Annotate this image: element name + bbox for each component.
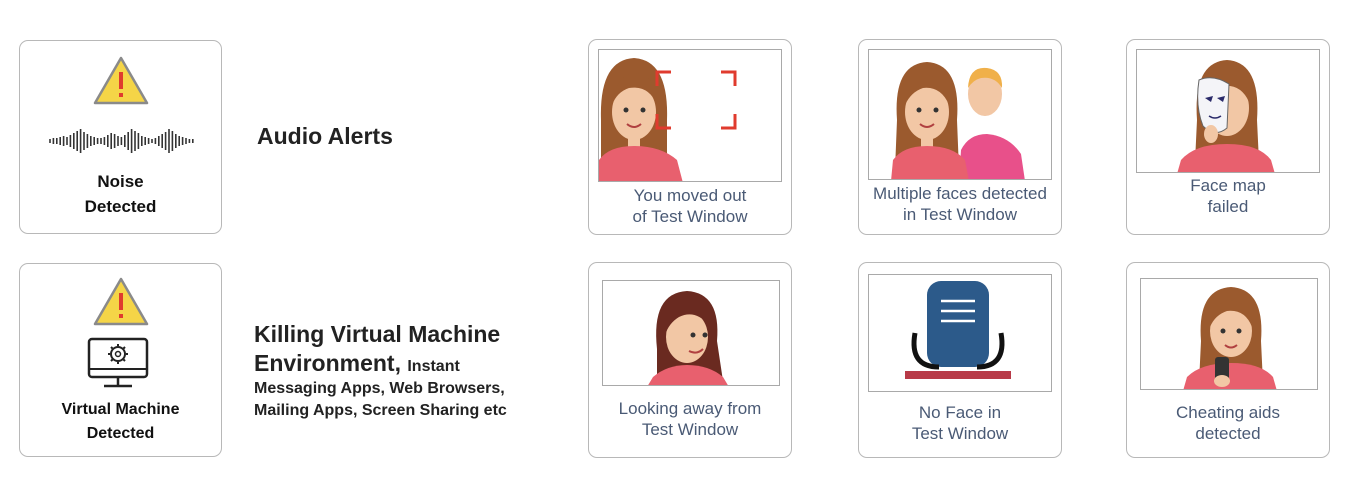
webcam-frame	[1140, 278, 1318, 390]
vm-title-line1: Virtual Machine	[61, 401, 180, 418]
caption-line1: Looking away from	[618, 399, 762, 418]
moved-out-card: You moved out of Test Window	[588, 39, 792, 235]
no-face-card: No Face in Test Window	[858, 262, 1062, 458]
webcam-frame	[868, 49, 1052, 180]
looking-away-card: Looking away from Test Window	[588, 262, 792, 458]
no-face-caption: No Face in Test Window	[859, 402, 1061, 444]
caption-line1: Multiple faces detected	[873, 184, 1047, 203]
vm-heading-line2-bold: Environment,	[254, 350, 401, 376]
webcam-frame	[1136, 49, 1320, 173]
caption-line2: of Test Window	[632, 207, 748, 226]
vm-title-line2: Detected	[86, 425, 155, 442]
noise-alert-title: Noise Detected	[20, 169, 221, 219]
woman-mask-illustration	[1177, 60, 1275, 172]
woman-moved-out-illustration	[599, 58, 737, 181]
warning-icon	[93, 56, 149, 105]
vm-heading-line4: Mailing Apps, Screen Sharing etc	[254, 402, 507, 419]
two-people-illustration	[891, 62, 1025, 179]
caption-line1: Face map	[1190, 176, 1266, 195]
monitor-gear-icon	[87, 337, 149, 388]
noise-title-line1: Noise	[97, 172, 144, 191]
face-map-failed-card: Face map failed	[1126, 39, 1330, 235]
webcam-frame	[598, 49, 782, 182]
moved-out-caption: You moved out of Test Window	[589, 185, 791, 227]
looking-away-caption: Looking away from Test Window	[589, 398, 791, 440]
warning-icon	[93, 277, 149, 326]
woman-phone-illustration	[1183, 287, 1277, 389]
webcam-frame	[602, 280, 780, 386]
caption-line2: in Test Window	[902, 205, 1017, 224]
empty-chair-illustration	[905, 281, 1011, 379]
vm-heading-line1: Killing Virtual Machine	[254, 321, 501, 347]
vm-heading-sub: Messaging Apps, Web Browsers, Mailing Ap…	[254, 378, 507, 422]
multiple-faces-card: Multiple faces detected in Test Window	[858, 39, 1062, 235]
cheating-aids-card: Cheating aids detected	[1126, 262, 1330, 458]
caption-line2: detected	[1195, 424, 1261, 443]
audio-alerts-heading: Audio Alerts	[257, 123, 393, 149]
caption-line1: You moved out	[633, 186, 747, 205]
noise-title-line2: Detected	[84, 197, 157, 216]
woman-looking-away-illustration	[648, 291, 728, 385]
caption-line2: Test Window	[641, 420, 739, 439]
sound-wave-icon	[49, 129, 194, 153]
cheating-aids-caption: Cheating aids detected	[1127, 402, 1329, 444]
multiple-faces-caption: Multiple faces detected in Test Window	[859, 183, 1061, 225]
caption-line1: Cheating aids	[1176, 403, 1280, 422]
face-map-caption: Face map failed	[1127, 175, 1329, 217]
webcam-frame	[868, 274, 1052, 392]
noise-alert-card: Noise Detected	[19, 40, 222, 234]
vm-heading-line2-rest: Instant	[407, 358, 460, 375]
vm-heading: Killing Virtual Machine Environment, Ins…	[254, 320, 500, 381]
caption-line2: failed	[1207, 197, 1249, 216]
caption-line2: Test Window	[911, 424, 1009, 443]
vm-heading-line3: Messaging Apps, Web Browsers,	[254, 380, 505, 397]
caption-line1: No Face in	[918, 403, 1002, 422]
vm-alert-card: Virtual Machine Detected	[19, 263, 222, 457]
vm-alert-title: Virtual Machine Detected	[20, 398, 221, 446]
